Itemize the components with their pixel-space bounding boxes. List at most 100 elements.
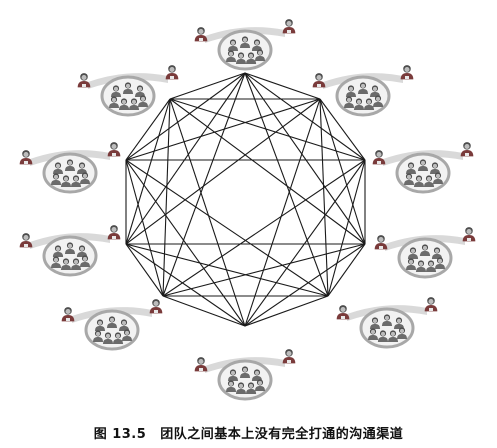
member-icon xyxy=(425,260,437,272)
member-icon xyxy=(94,319,106,331)
channel-line xyxy=(244,72,329,297)
person-face xyxy=(111,226,117,232)
channel-line xyxy=(125,98,321,161)
member-icon xyxy=(106,316,118,328)
member-icon xyxy=(79,172,91,184)
person-body xyxy=(64,165,76,171)
person-body xyxy=(345,91,357,97)
figure-caption-text: 团队之间基本上没有完全打通的沟通渠道 xyxy=(160,427,404,442)
badge xyxy=(465,153,469,156)
person-face xyxy=(115,333,121,338)
person-face xyxy=(390,331,396,336)
team-icon xyxy=(19,142,121,194)
person-face xyxy=(111,143,117,149)
member-icon xyxy=(108,96,120,108)
person-body xyxy=(239,42,251,48)
person-face xyxy=(73,259,79,264)
badge xyxy=(317,84,321,87)
member-icon xyxy=(245,52,257,64)
leader-icon xyxy=(194,27,208,42)
channel-line xyxy=(169,72,246,100)
person-face xyxy=(437,258,443,263)
team-icon xyxy=(77,65,179,117)
badge xyxy=(467,238,471,241)
team-icon xyxy=(61,299,163,351)
channel-line xyxy=(244,72,366,161)
person-face xyxy=(230,370,236,375)
member-icon xyxy=(419,244,431,256)
person-body xyxy=(52,251,64,257)
member-icon xyxy=(137,95,149,107)
person-body xyxy=(387,336,399,342)
person-face xyxy=(137,86,143,91)
person-body xyxy=(121,335,133,341)
person-face xyxy=(67,160,73,166)
person-face xyxy=(131,99,137,104)
person-face xyxy=(422,245,428,251)
person-face xyxy=(257,50,263,55)
member-icon xyxy=(121,329,133,341)
team-groups xyxy=(19,19,476,401)
badge xyxy=(170,76,174,79)
team-icon xyxy=(19,225,121,277)
person-body xyxy=(254,55,266,61)
person-face xyxy=(63,259,69,264)
badge xyxy=(199,368,203,371)
person-face xyxy=(248,383,254,388)
person-face xyxy=(55,163,61,169)
person-body xyxy=(407,253,419,259)
badge xyxy=(377,161,381,164)
person-body xyxy=(245,388,257,394)
badge xyxy=(112,153,116,156)
person-face xyxy=(198,358,204,365)
ribbon xyxy=(72,307,152,323)
person-body xyxy=(50,262,62,268)
person-face xyxy=(366,99,372,104)
person-body xyxy=(128,104,140,110)
channel-line xyxy=(125,159,329,297)
channel-line xyxy=(162,243,366,297)
person-face xyxy=(408,259,414,264)
person-face xyxy=(286,350,292,357)
person-body xyxy=(110,91,122,97)
person-face xyxy=(55,246,61,252)
channel-line xyxy=(169,98,246,327)
person-face xyxy=(111,97,117,102)
person-face xyxy=(346,97,352,102)
member-icon xyxy=(251,369,263,381)
channel-line xyxy=(125,98,321,245)
ribbon xyxy=(383,150,463,166)
person-body xyxy=(70,264,82,270)
person-body xyxy=(52,168,64,174)
person-body xyxy=(432,178,444,184)
member-icon xyxy=(353,98,365,110)
member-icon xyxy=(239,366,251,378)
person-face xyxy=(426,176,432,182)
person-face xyxy=(82,256,88,261)
person-body xyxy=(377,336,389,342)
person-face xyxy=(416,176,422,182)
person-face xyxy=(79,163,85,169)
member-icon xyxy=(122,82,134,94)
member-icon xyxy=(381,314,393,326)
member-icon xyxy=(369,317,381,329)
person-face xyxy=(242,37,248,42)
channel-line xyxy=(319,98,366,161)
person-face xyxy=(257,380,263,385)
member-icon xyxy=(227,369,239,381)
person-face xyxy=(121,99,127,104)
badge xyxy=(405,76,409,79)
person-body xyxy=(419,250,431,256)
member-icon xyxy=(70,175,82,187)
member-icon xyxy=(50,256,62,268)
member-icon xyxy=(367,328,379,340)
person-face xyxy=(113,86,119,91)
person-body xyxy=(357,88,369,94)
person-face xyxy=(420,160,426,166)
team-icon xyxy=(372,142,474,194)
person-body xyxy=(245,58,257,64)
person-face xyxy=(23,151,29,157)
channel-line xyxy=(125,243,164,297)
member-icon xyxy=(251,39,263,51)
team-icon xyxy=(312,65,414,117)
